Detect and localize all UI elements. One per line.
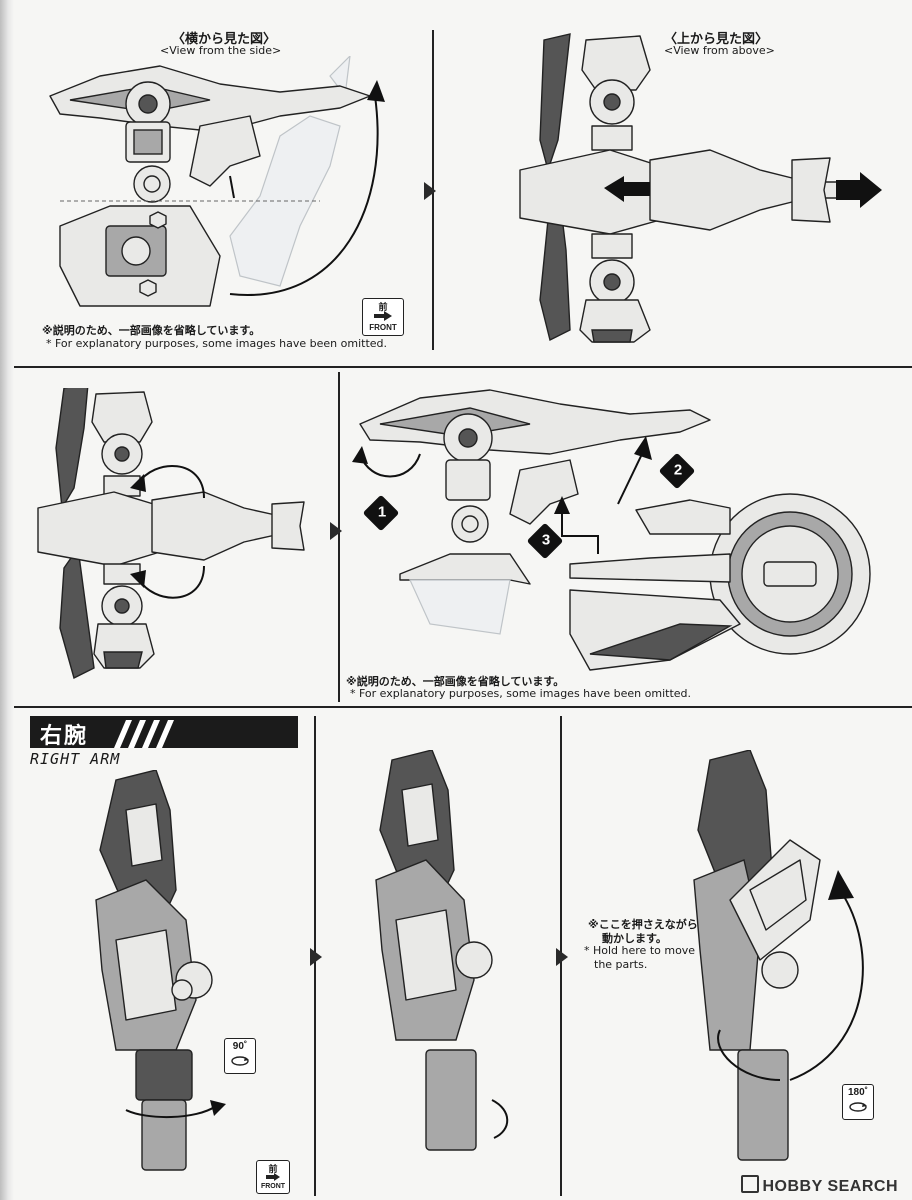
- rotate-icon: [231, 1056, 249, 1066]
- watermark: HOBBY SEARCH: [740, 1175, 899, 1196]
- step-arrow-icon: [556, 948, 568, 966]
- step-arrow-icon: [424, 182, 436, 200]
- rotate-icon: [849, 1102, 867, 1112]
- side-view-title-jp: 〈横から見た図〉: [172, 32, 277, 47]
- rotation-illustration: [37, 388, 305, 680]
- front-label-jp: 前: [268, 1164, 278, 1174]
- stripe-decoration: [114, 720, 174, 748]
- front-direction-badge: 前 FRONT: [256, 1160, 290, 1194]
- right-arm-step2-illustration: [375, 750, 509, 1151]
- omit-note-jp: ※説明のため、一部画像を省略しています。: [346, 675, 565, 688]
- step-arrow-icon: [310, 948, 322, 966]
- arrow-right-icon: [374, 311, 392, 321]
- hold-note-en-line1: * Hold here to move: [584, 944, 696, 957]
- hold-note-en-line2: the parts.: [594, 958, 648, 971]
- right-arm-step1-illustration: [95, 770, 226, 1171]
- rotate-90-badge: 90˚: [224, 1038, 256, 1074]
- rotate-90-label: 90˚: [232, 1041, 248, 1052]
- top-view-illustration: [519, 33, 882, 343]
- side-view-title-en: <View from the side>: [160, 44, 282, 57]
- binding-shadow: [0, 0, 14, 1200]
- step-arrow-icon: [330, 522, 342, 540]
- section-title-en: RIGHT ARM: [30, 750, 121, 768]
- top-view-title-jp: 〈上から見た図〉: [664, 32, 769, 47]
- hold-note-jp-line2: 動かします。: [602, 932, 667, 945]
- side-view-illustration: [49, 56, 385, 307]
- right-arm-step3-illustration: [693, 750, 864, 1161]
- front-label-en: FRONT: [369, 323, 397, 332]
- top-view-title-en: <View from above>: [664, 44, 775, 57]
- front-label-en: FRONT: [260, 1183, 286, 1190]
- divider: [14, 366, 912, 368]
- omit-note-jp: ※説明のため、一部画像を省略しています。: [42, 324, 261, 337]
- divider: [14, 706, 912, 708]
- omit-note-en: * For explanatory purposes, some images …: [46, 337, 388, 350]
- section-title-jp: 右腕: [40, 723, 89, 749]
- hold-note-jp-line1: ※ここを押さえながら: [588, 918, 698, 931]
- omit-note-en: * For explanatory purposes, some images …: [350, 687, 692, 700]
- attach-weapon-illustration: [352, 389, 871, 671]
- arrow-right-icon: [266, 1173, 280, 1181]
- front-label-jp: 前: [378, 302, 388, 312]
- rotate-180-label: 180˚: [847, 1087, 868, 1098]
- rotate-180-badge: 180˚: [842, 1084, 874, 1120]
- front-direction-badge: 前 FRONT: [362, 298, 404, 336]
